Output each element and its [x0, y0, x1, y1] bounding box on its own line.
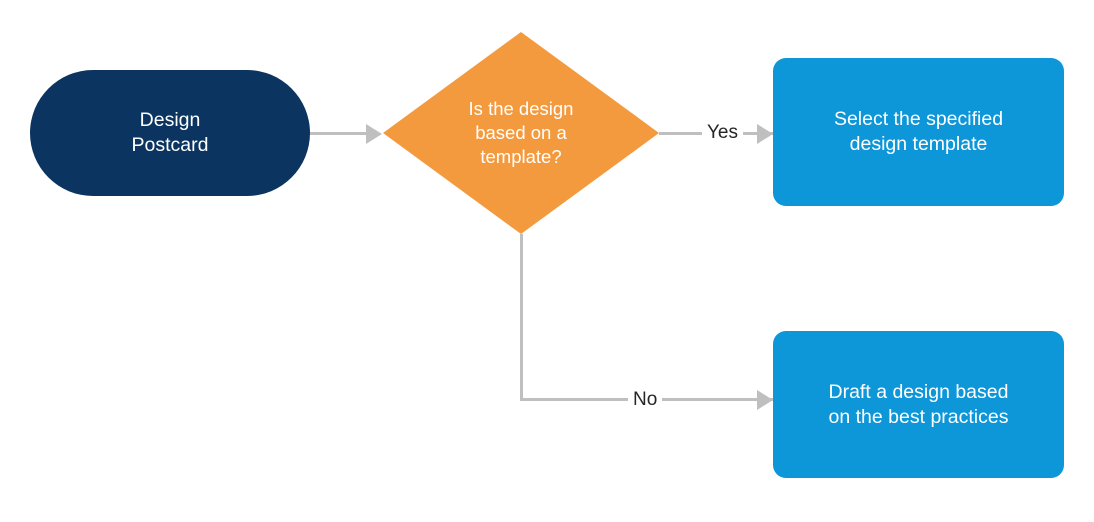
connector-label-yes: Yes [702, 123, 743, 142]
node-select-specified-design-template[interactable]: Select the specified design template [773, 58, 1064, 206]
node-select-specified-design-template-label: Select the specified design template [833, 108, 1004, 155]
connector-decision-to-no-vertical [520, 234, 523, 401]
connector-start-to-decision-line [310, 132, 368, 135]
node-is-design-based-on-template-label: Is the design based on a template? [468, 98, 574, 167]
arrow-head-start-to-decision [366, 124, 382, 144]
node-draft-design-based-on-best-practices[interactable]: Draft a design based on the best practic… [773, 331, 1064, 478]
arrow-head-decision-to-yes [757, 124, 773, 144]
node-draft-design-based-on-best-practices-label: Draft a design based on the best practic… [828, 380, 1009, 428]
node-design-postcard-label: Design Postcard [131, 109, 209, 156]
node-is-design-based-on-template[interactable]: Is the design based on a template? [383, 32, 659, 234]
connector-label-no: No [628, 390, 663, 409]
node-design-postcard[interactable]: Design Postcard [30, 70, 310, 196]
arrow-head-decision-to-no [757, 390, 773, 410]
